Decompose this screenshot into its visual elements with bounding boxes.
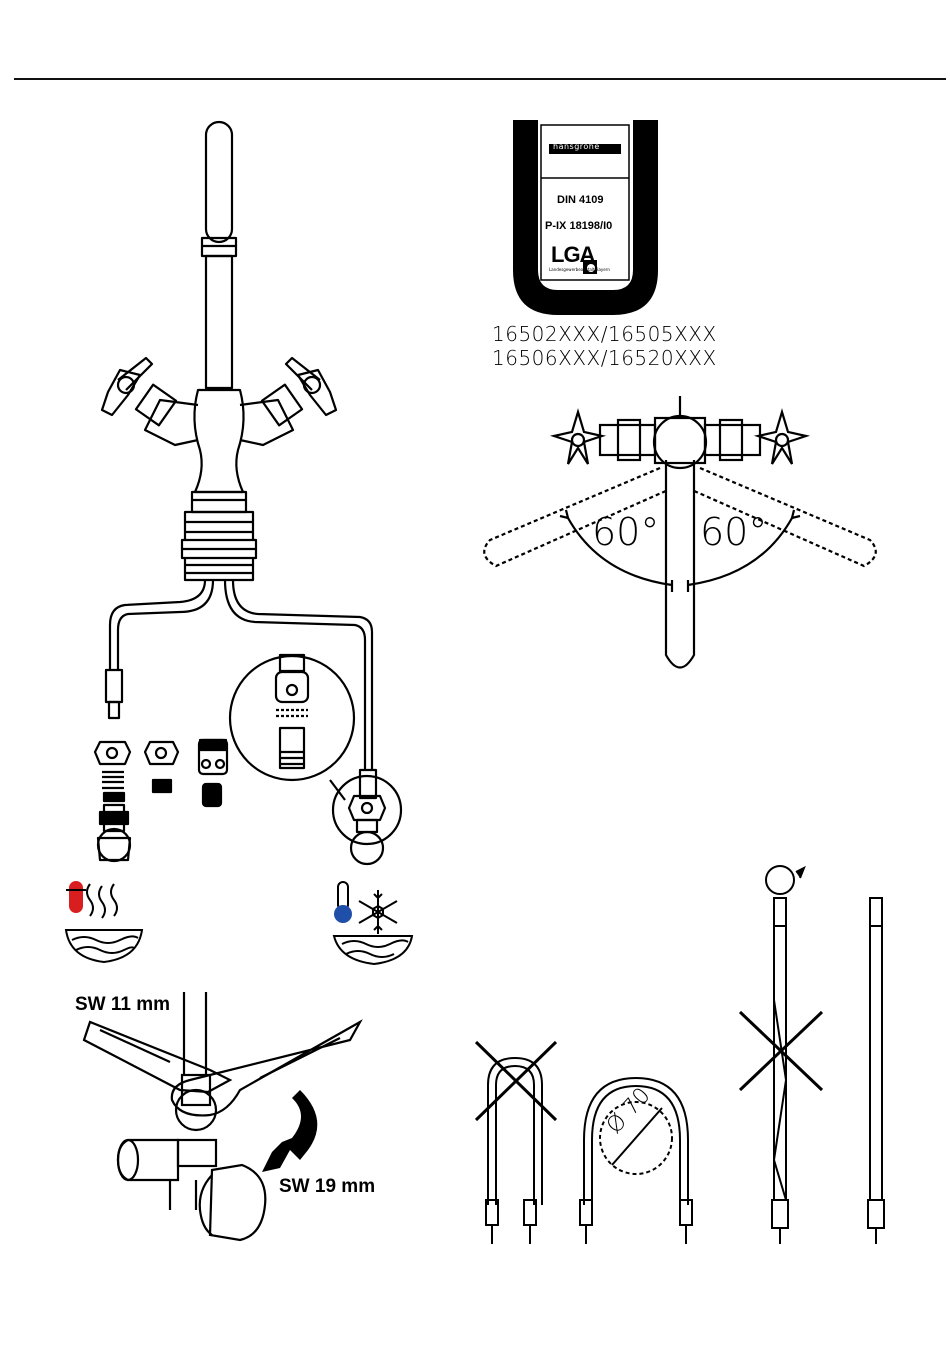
sw-11-label: SW 11 mm (72, 994, 173, 1016)
bend-diameter-label: Ø 70 (602, 1083, 656, 1139)
hot-water-thermometer-icon (62, 878, 152, 963)
rotation-angle-left: 60° (592, 510, 659, 554)
rotate-arrow-icon (770, 866, 790, 886)
lga-logo: LGA (551, 242, 594, 268)
model-numbers-line-1: 16502XXX/16505XXX (492, 322, 717, 346)
rotation-angle-right: 60° (700, 510, 767, 554)
sw-19-label: SW 19 mm (276, 1176, 378, 1198)
cold-water-snowflake-icon (330, 878, 420, 963)
header-rule (14, 78, 946, 80)
test-number: P-IX 18198/I0 (545, 220, 612, 232)
din-standard: DIN 4109 (557, 194, 603, 206)
noise-certificate-badge: hansgrohe DIN 4109 P-IX 18198/I0 LGA Lan… (513, 120, 658, 315)
lga-caption: Landesgewerbeanstalt Bayern (549, 267, 610, 272)
brand-label: hansgrohe (553, 142, 600, 151)
model-numbers-line-2: 16506XXX/16520XXX (492, 346, 717, 370)
